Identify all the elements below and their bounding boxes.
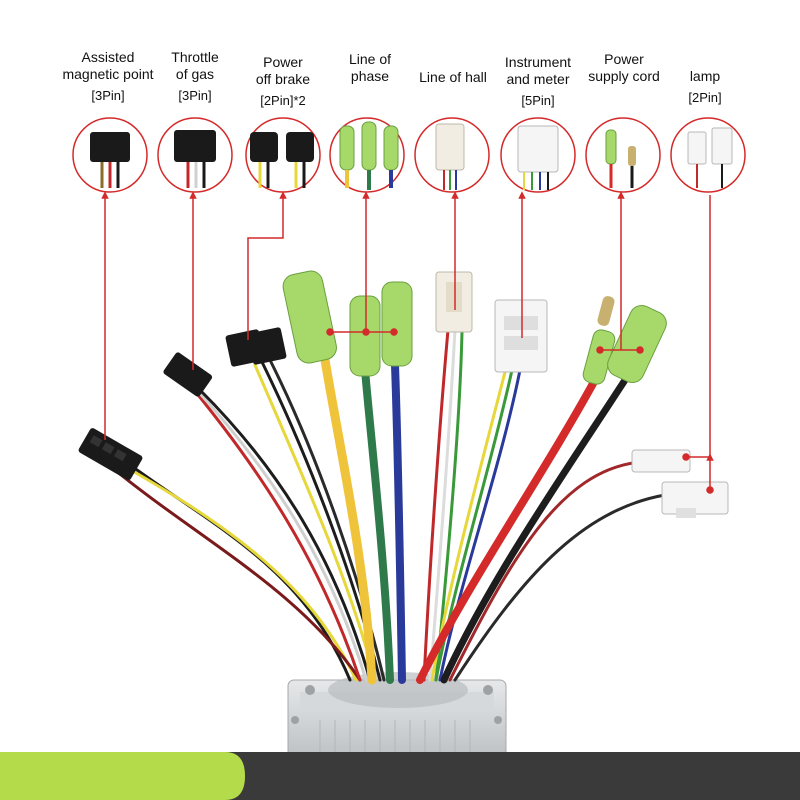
label-line2: and meter: [506, 71, 570, 87]
label-line1: Instrument: [504, 54, 572, 70]
closeup-circles: [72, 117, 746, 193]
label-line1: Throttle: [171, 49, 219, 65]
pin-count: [2Pin]: [688, 90, 722, 105]
wire-brake-black-2: [268, 358, 386, 682]
wire-lamp-red: [448, 460, 642, 682]
leader-phase: [330, 195, 394, 333]
wire-throttle-red: [188, 383, 362, 682]
pin-count: [3Pin]: [91, 88, 125, 103]
label-line1: Line of: [348, 51, 392, 67]
wire-assisted-black: [108, 448, 352, 682]
wire-lamp-black: [453, 493, 667, 682]
label-line-of-hall: Line of hall: [408, 52, 498, 86]
pin-count: [3Pin]: [178, 88, 212, 103]
label-throttle-of-gas: Throttle of gas [3Pin]: [150, 49, 240, 104]
circle-phase: [329, 117, 405, 193]
circle-brake: [245, 117, 321, 193]
label-instrument-and-meter: Instrument and meter [5Pin]: [488, 54, 588, 109]
bottom-band: [0, 752, 800, 800]
label-lamp: lamp [2Pin]: [660, 51, 750, 106]
wire-hall-red: [422, 328, 450, 682]
wire-bundle: [108, 328, 667, 685]
assisted-connector: [78, 428, 143, 481]
throttle-connector: [163, 352, 213, 397]
label-power-supply-cord: Power supply cord: [574, 51, 674, 85]
wire-phase-yellow: [320, 355, 377, 685]
label-line1: Assisted: [81, 49, 135, 65]
phase-bullet-connectors: [282, 270, 413, 377]
label-line2: magnetic point: [62, 66, 154, 82]
wire-phase-green: [361, 366, 394, 684]
label-line1: Power: [604, 51, 644, 67]
label-line-of-phase: Line of phase: [330, 51, 410, 85]
lamp-connectors: [631, 449, 729, 518]
wire-power-red: [416, 376, 599, 684]
wire-throttle-white: [193, 386, 368, 682]
meter-connector: [494, 299, 548, 373]
wire-brake-yellow: [253, 363, 377, 682]
controller-body: [287, 672, 507, 771]
label-line2: supply cord: [588, 68, 660, 84]
label-line1: Power: [263, 54, 303, 70]
wire-phase-blue: [391, 361, 406, 684]
connector-labels: Assisted magnetic point [3Pin] Throttle …: [0, 0, 800, 120]
circle-assisted: [72, 117, 148, 193]
wire-hall-white: [428, 328, 457, 682]
wire-assisted-red: [108, 464, 362, 682]
label-line2: off brake: [255, 71, 311, 87]
leader-lamp: [686, 195, 710, 490]
circle-lamp: [670, 117, 746, 193]
circle-throttle: [157, 117, 233, 193]
circle-meter: [500, 117, 576, 193]
wire-assisted-yellow: [108, 456, 358, 682]
pin-count: [2Pin]*2: [260, 93, 306, 108]
label-line2: Line of hall: [419, 69, 487, 85]
label-power-off-brake: Power off brake [2Pin]*2: [238, 54, 328, 109]
wire-power-black: [440, 376, 629, 684]
label-line2: lamp: [689, 68, 721, 84]
connectors-on-wires: [78, 270, 729, 518]
circle-hall: [414, 117, 490, 193]
circle-power: [585, 117, 661, 193]
wire-throttle-black: [198, 388, 372, 682]
hall-connector: [435, 271, 473, 333]
leader-brake: [247, 191, 287, 340]
brake-connectors: [225, 327, 287, 367]
label-line2: of gas: [175, 66, 215, 82]
wire-meter-blue: [438, 368, 522, 682]
leader-lines: [101, 191, 713, 494]
power-connectors: [582, 296, 667, 385]
label-line2: phase: [350, 68, 390, 84]
label-assisted-magnetic-point: Assisted magnetic point [3Pin]: [48, 49, 168, 104]
leader-power: [600, 195, 640, 351]
pin-count: [5Pin]: [521, 93, 555, 108]
